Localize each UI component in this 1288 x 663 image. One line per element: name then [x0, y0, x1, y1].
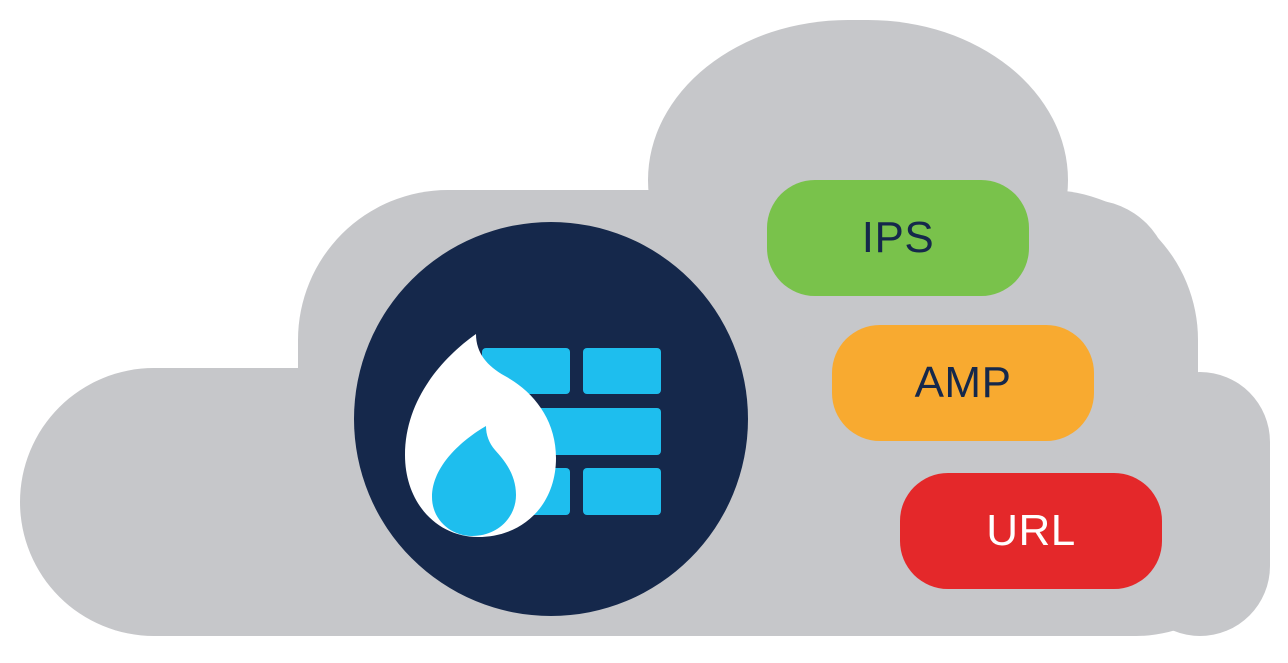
flame-inner-icon: [432, 426, 516, 536]
amp-badge: AMP: [832, 325, 1094, 441]
url-badge: URL: [900, 473, 1162, 589]
url-label: URL: [986, 506, 1076, 555]
brick-bottom-right: [583, 468, 661, 515]
ips-label: IPS: [861, 213, 935, 262]
ips-badge: IPS: [767, 180, 1029, 296]
amp-label: AMP: [914, 358, 1012, 407]
cloud-lower-right-lobe: [1130, 372, 1270, 636]
brick-top-right: [583, 348, 661, 394]
